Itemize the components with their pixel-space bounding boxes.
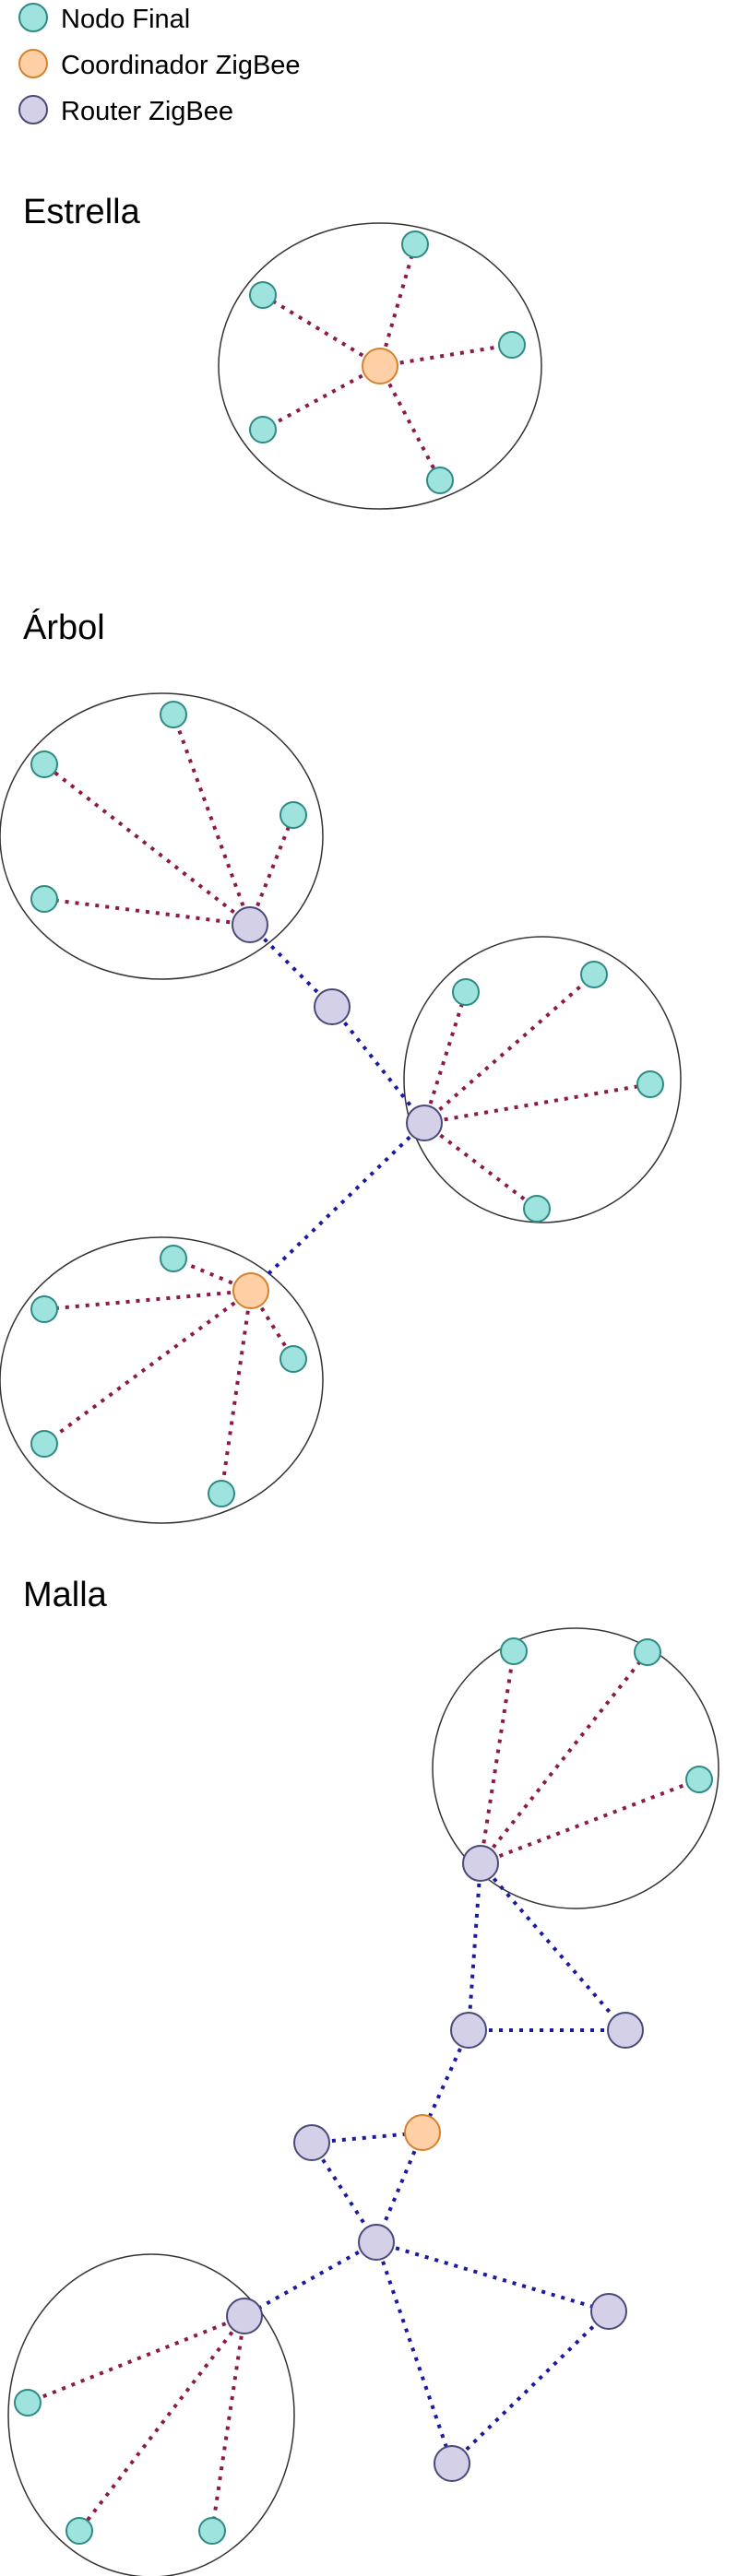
mesh-cluster-ellipse-2 [7,2253,295,2576]
end-node-link-mR6-mE6 [210,2315,246,2532]
router-link-mR5-mR8 [374,2241,454,2464]
end-node-link-tC-tE10 [43,1289,252,1311]
router-node-mR4 [293,2124,330,2161]
end-node-sE3 [498,331,526,359]
end-node-link-tR2-tE8 [422,1121,539,1211]
router-node-tRm [314,988,351,1025]
mesh-section-title: Malla [23,1576,108,1614]
router-link-mR5-mR6 [244,2240,377,2318]
end-node-sE2 [249,281,277,309]
end-node-tE12 [30,1430,58,1458]
end-node-tE13 [208,1480,235,1507]
end-node-tE4 [30,885,58,913]
end-node-mE2 [634,1638,661,1666]
end-node-tE2 [30,750,58,778]
end-node-tE6 [580,961,608,988]
router-node-tR2 [406,1105,443,1141]
end-node-link-sC-sE2 [261,293,382,368]
end-node-link-mR6-mE4 [27,2314,245,2405]
router-node-mR1 [462,1845,499,1882]
router-node-mR6 [226,2298,263,2334]
router-link-mR8-mR7 [450,2310,611,2465]
router-node-mR3 [607,2012,644,2049]
end-node-tE7 [636,1070,664,1098]
tree-cluster-ellipse-3 [0,1236,324,1524]
end-node-link-tR2-tE6 [422,973,596,1125]
legend-end-node-icon [18,3,48,32]
router-link-tR2-tC [249,1121,426,1293]
router-node-mR7 [590,2293,627,2330]
end-node-link-tR1-tE2 [42,762,252,927]
router-node-mR8 [434,2445,470,2482]
end-node-link-tC-tE12 [42,1289,253,1446]
router-link-mR5-mR7 [375,2240,610,2313]
end-node-link-sC-sE4 [262,364,381,431]
router-node-tR1 [232,906,268,943]
end-node-tE10 [30,1295,58,1323]
end-node-mE6 [198,2517,226,2545]
coordinator-node-mC [404,2114,441,2151]
router-node-mR5 [358,2224,395,2261]
end-node-link-sC-sE5 [378,365,442,481]
end-node-sE4 [249,416,277,443]
end-node-link-tR2-tE5 [422,991,468,1124]
end-node-mE4 [14,2389,42,2416]
mesh-cluster-ellipse-1 [432,1627,719,1909]
end-node-link-sC-sE1 [378,243,417,367]
end-node-tE5 [452,978,480,1006]
end-node-tE3 [279,801,307,829]
network-nodes [14,230,713,2545]
router-link-tRm-tR2 [330,1005,426,1125]
coordinator-node-tC [232,1272,269,1309]
end-node-mE3 [685,1766,713,1793]
end-node-link-mR1-mE1 [479,1650,516,1864]
router-link-mR1-mR3 [479,1861,627,2032]
router-node-mR2 [450,2012,487,2049]
end-node-sE1 [401,230,429,258]
end-node-link-tR1-tE1 [172,714,252,926]
star-cluster-ellipse [218,222,542,510]
cluster-ellipses [0,222,719,2576]
coordinator-node-sC [362,348,398,384]
end-node-tE8 [523,1195,551,1223]
end-node-tE1 [160,701,187,728]
router-link-mR2-mC [421,2029,470,2133]
legend-router-icon [18,95,48,124]
end-node-mE1 [500,1637,528,1665]
end-node-tE9 [160,1245,187,1272]
legend-end-node-label: Nodo Final [61,5,190,34]
legend-router-label: Router ZigBee [61,97,233,126]
end-node-link-mR1-mE3 [480,1778,700,1865]
star-section-title: Estrella [23,193,141,231]
tree-cluster-ellipse-1 [0,692,324,980]
end-node-link-mR6-mE5 [77,2314,246,2533]
tree-cluster-ellipse-2 [403,936,682,1223]
network-links [27,243,700,2533]
end-node-link-sC-sE3 [379,343,513,368]
legend-coordinator-label: Coordinador ZigBee [61,51,301,80]
end-node-tE11 [279,1345,307,1373]
legend-coordinator-icon [18,49,48,78]
end-node-sE5 [426,467,454,494]
legend: Nodo Final Coordinador ZigBee Router Zig… [18,3,301,126]
router-link-mR1-mR2 [467,1862,482,2031]
end-node-link-tC-tE9 [172,1257,252,1293]
tree-section-title: Árbol [23,608,105,647]
end-node-link-tC-tE13 [220,1290,253,1495]
end-node-link-tR1-tE4 [43,897,251,927]
end-node-mE5 [65,2517,93,2545]
router-link-mR4-mC [311,2131,423,2145]
end-node-link-mR1-mE2 [479,1650,649,1865]
end-node-link-tR2-tE7 [423,1082,651,1125]
